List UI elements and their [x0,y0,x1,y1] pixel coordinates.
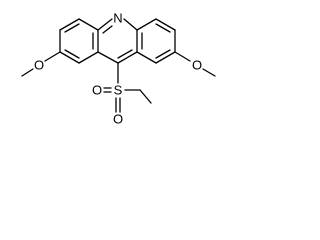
substituent-bonds [21,51,216,113]
bond [59,18,80,31]
bond [136,51,157,64]
bond [97,18,113,31]
nitrogen-atom: N [113,11,122,26]
bond [155,18,176,31]
bond-double-inner [155,23,171,33]
bond [78,51,99,64]
bond-double-inner [117,49,133,59]
bond [139,89,152,104]
bond [44,51,61,62]
bond [97,51,119,64]
sulfonyl-oxygen-left: O [92,83,102,98]
sulfonyl-oxygen-bottom: O [113,112,123,127]
methoxy-oxygen-left: O [34,58,44,73]
bond [155,51,176,64]
bond [174,51,191,62]
bond [21,68,34,77]
bond [117,51,138,64]
bond [59,51,80,64]
bond-double-inner [102,25,113,34]
bond [78,18,99,31]
molecule-structure: N O O S O O [21,11,216,127]
bond [136,18,157,31]
bond-double-inner [64,23,80,33]
ring-bonds [59,18,176,64]
bond-double-inner [64,49,80,59]
bond [202,68,216,77]
bond-double-inner [155,49,171,59]
bond [123,18,138,31]
atom-labels: N O O S O O [34,11,202,127]
sulfur-atom: S [114,83,123,98]
methoxy-oxygen-right: O [192,58,202,73]
